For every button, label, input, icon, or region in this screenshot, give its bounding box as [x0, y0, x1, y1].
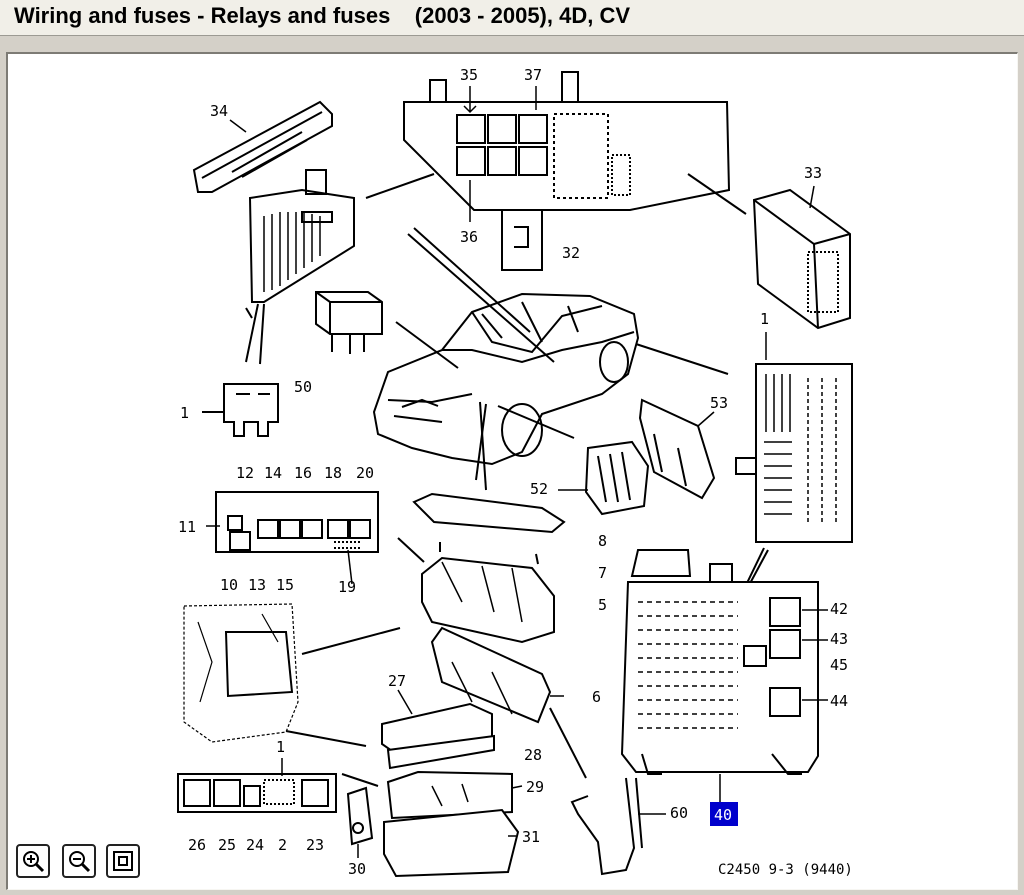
fuse-strip: [177, 773, 337, 813]
diagram-panel: 35 37 34 36 32 33 1 50 1 53 12 14 16 18 …: [6, 52, 1018, 890]
right-fuse-box: [735, 363, 853, 543]
mini-fuse: [202, 383, 279, 437]
callout-1-right: 1: [760, 310, 769, 328]
fuse-puller: [192, 100, 333, 193]
callout-23: 23: [306, 836, 324, 854]
callout-26: 26: [188, 836, 206, 854]
callout-60: 60: [670, 804, 688, 822]
fit-to-window-button[interactable]: [106, 844, 140, 878]
callout-43: 43: [830, 630, 848, 648]
callout-27: 27: [388, 672, 406, 690]
engine-bay-sketch: [183, 603, 299, 743]
callout-36: 36: [460, 228, 478, 246]
left-fuse-panel: [245, 169, 355, 365]
relay-50: [315, 291, 383, 354]
callout-40-highlight: [710, 802, 738, 826]
callout-53: 53: [710, 394, 728, 412]
callout-25: 25: [218, 836, 236, 854]
callout-28: 28: [524, 746, 542, 764]
zoom-out-icon: [69, 851, 91, 873]
callout-labels: 35 37 34 36 32 33 1 50 1 53 12 14 16 18 …: [178, 66, 853, 878]
top-relay-box: [403, 71, 731, 271]
callout-37: 37: [524, 66, 542, 84]
callout-31: 31: [522, 828, 540, 846]
zoom-out-button[interactable]: [62, 844, 96, 878]
module-40: [620, 549, 819, 775]
title-bar: Wiring and fuses - Relays and fuses (200…: [0, 0, 1024, 36]
callout-19: 19: [338, 578, 356, 596]
zoom-in-icon: [23, 851, 45, 873]
callout-14: 14: [264, 464, 282, 482]
callout-12: 12: [236, 464, 254, 482]
car-outline: [372, 292, 640, 466]
diagram-reference: C2450 9-3 (9440): [718, 862, 853, 878]
connector-60: [570, 777, 643, 876]
callout-15: 15: [276, 576, 294, 594]
callout-50: 50: [294, 378, 312, 396]
callout-13: 13: [248, 576, 266, 594]
control-module-33: [752, 188, 851, 330]
callout-7: 7: [598, 564, 607, 582]
callout-42: 42: [830, 600, 848, 618]
callout-33: 33: [804, 164, 822, 182]
callout-30: 30: [348, 860, 366, 878]
page-title: Wiring and fuses - Relays and fuses (200…: [14, 3, 631, 28]
relay-30: [346, 786, 374, 846]
fit-to-window-icon: [113, 851, 133, 871]
wiring-diagram: 35 37 34 36 32 33 1 50 1 53 12 14 16 18 …: [177, 66, 853, 878]
fuse-box-11: [215, 491, 379, 553]
callout-18: 18: [324, 464, 342, 482]
callout-24: 24: [246, 836, 264, 854]
callout-ticks: [206, 86, 828, 858]
callout-52: 52: [530, 480, 548, 498]
callout-2: 2: [278, 836, 287, 854]
callout-8: 8: [598, 532, 607, 550]
callout-1-bottom: 1: [276, 738, 285, 756]
callout-29: 29: [526, 778, 544, 796]
zoom-in-button[interactable]: [16, 844, 50, 878]
callout-35: 35: [460, 66, 478, 84]
callout-10: 10: [220, 576, 238, 594]
callout-16: 16: [294, 464, 312, 482]
callout-20: 20: [356, 464, 374, 482]
central-fuse-assembly: [412, 492, 566, 724]
callout-44: 44: [830, 692, 848, 710]
callout-6: 6: [592, 688, 601, 706]
callout-11: 11: [178, 518, 196, 536]
relay-block-52: [584, 440, 650, 516]
callout-40: 40: [714, 806, 732, 824]
callout-5: 5: [598, 596, 607, 614]
callout-32: 32: [562, 244, 580, 262]
callout-1-left: 1: [180, 404, 189, 422]
callout-34: 34: [210, 102, 228, 120]
fuse-box-27: [381, 702, 520, 878]
module-53: [638, 398, 716, 500]
callout-45: 45: [830, 656, 848, 674]
